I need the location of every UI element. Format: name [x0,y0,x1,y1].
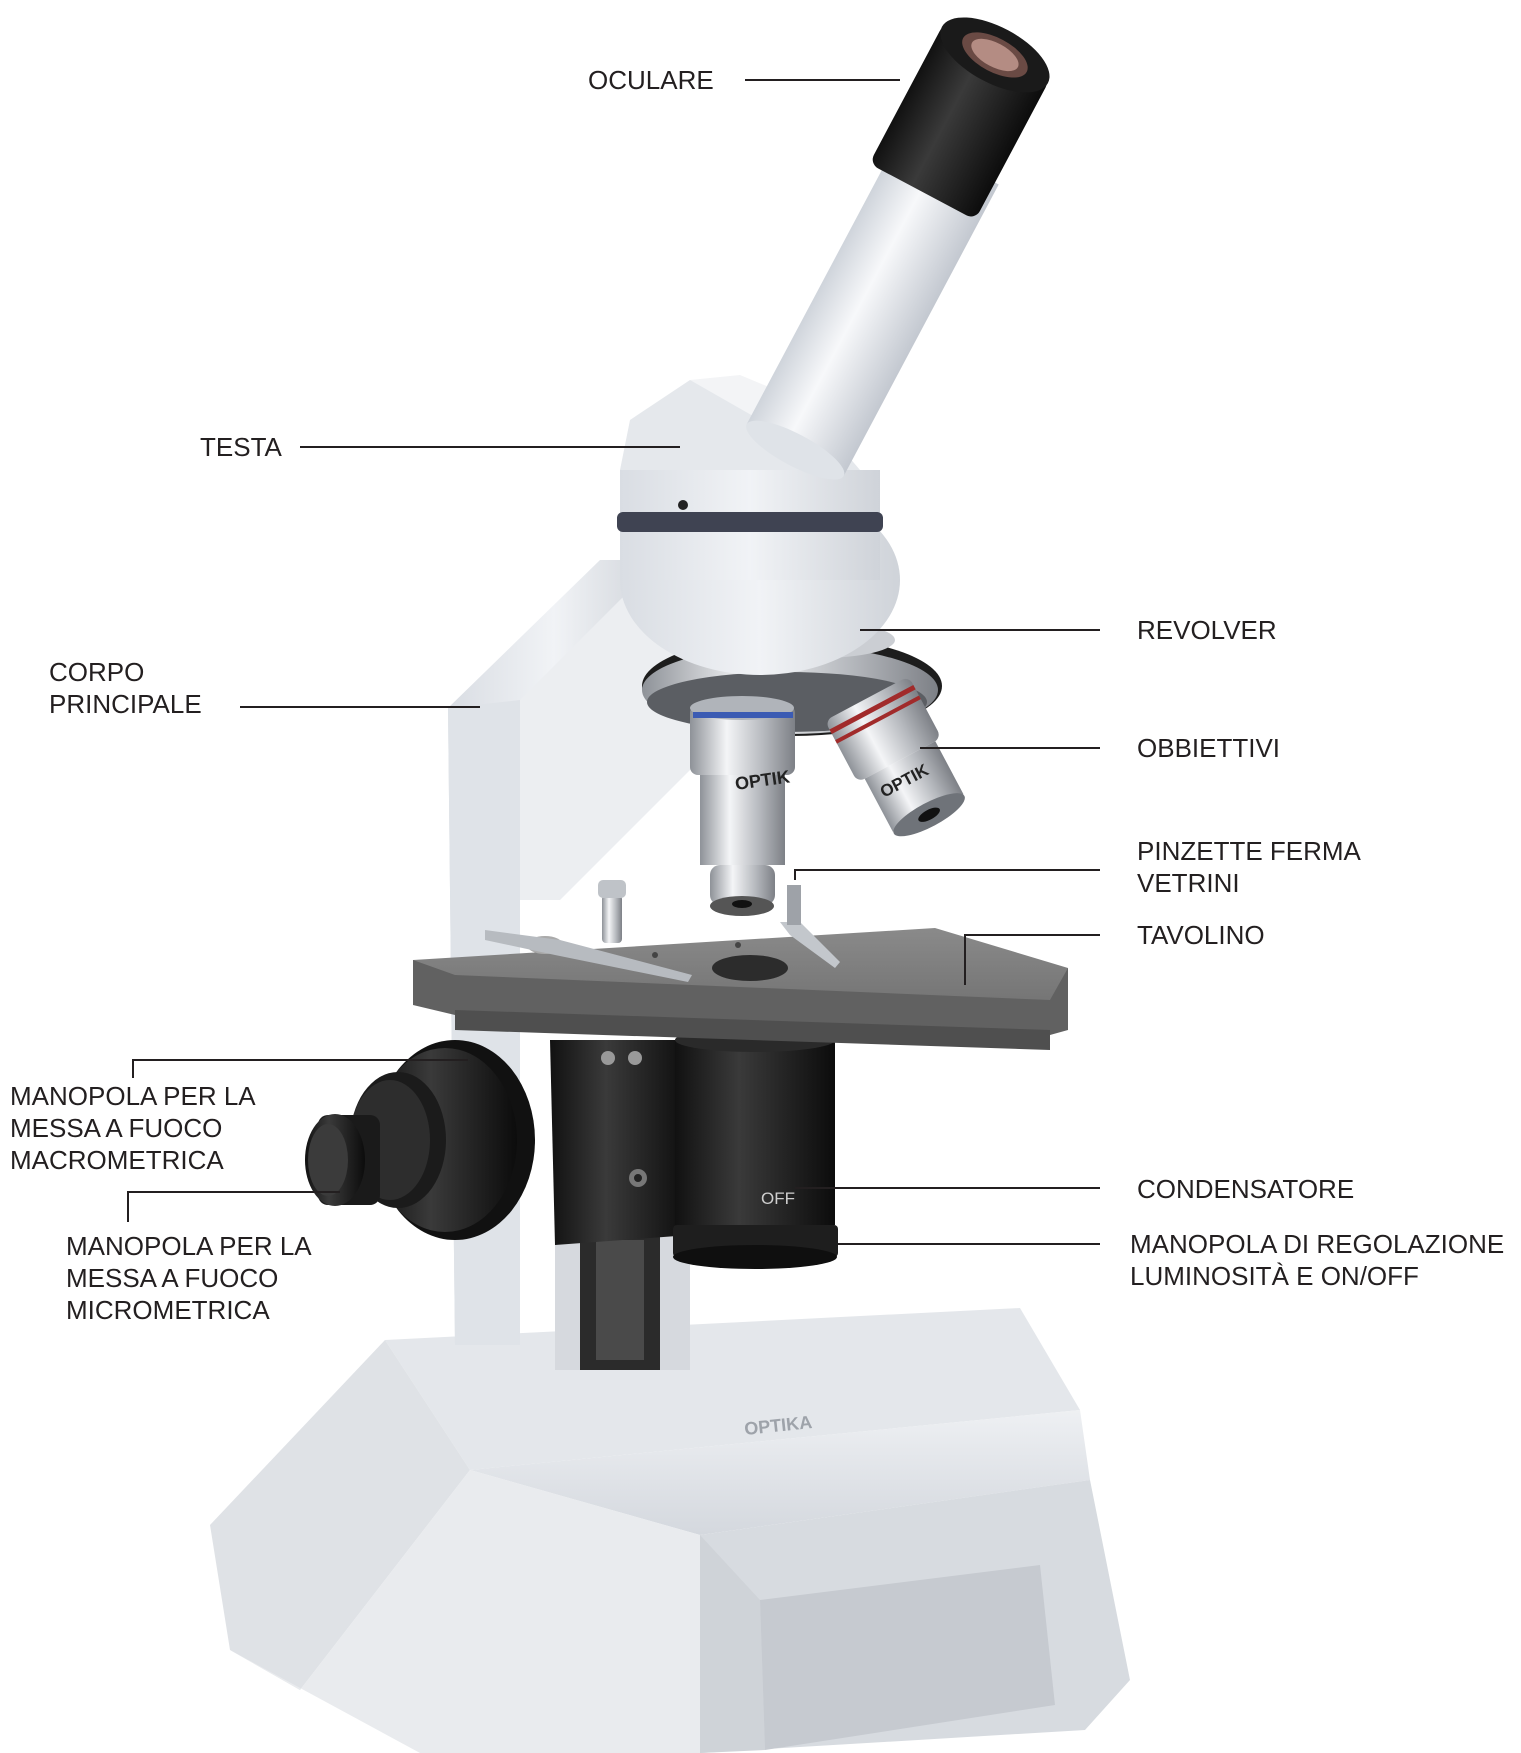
leader-micro [128,1192,340,1222]
label-condensatore: CONDENSATORE [1137,1173,1354,1205]
label-luminosita-line-2: LUMINOSITÀ E ON/OFF [1130,1260,1504,1292]
label-revolver-line-1: REVOLVER [1137,614,1277,646]
label-micro-line-3: MICROMETRICA [66,1294,312,1326]
label-pinzette-line-2: VETRINI [1137,867,1361,899]
label-revolver: REVOLVER [1137,614,1277,646]
label-macrometrica: MANOPOLA PER LA MESSA A FUOCO MACROMETRI… [10,1080,256,1176]
label-pinzette-line-1: PINZETTE FERMA [1137,835,1361,867]
off-mark-text: OFF [761,1189,795,1208]
label-tavolino-line-1: TAVOLINO [1137,919,1265,951]
brightness-knob[interactable] [673,1225,838,1269]
leader-pinzette [795,870,1100,880]
base: OPTIKA [210,1308,1130,1753]
label-oculare-line-1: OCULARE [588,64,714,96]
label-macro-line-3: MACROMETRICA [10,1144,256,1176]
label-luminosita: MANOPOLA DI REGOLAZIONE LUMINOSITÀ E ON/… [1130,1228,1504,1292]
label-micro-line-1: MANOPOLA PER LA [66,1230,312,1262]
label-micrometrica: MANOPOLA PER LA MESSA A FUOCO MICROMETRI… [66,1230,312,1326]
label-obbiettivi: OBBIETTIVI [1137,732,1280,764]
label-luminosita-line-1: MANOPOLA DI REGOLAZIONE [1130,1228,1504,1260]
label-condensatore-line-1: CONDENSATORE [1137,1173,1354,1205]
focus-block [550,1040,690,1245]
label-tavolino: TAVOLINO [1137,919,1265,951]
label-obbiettivi-line-1: OBBIETTIVI [1137,732,1280,764]
label-macro-line-1: MANOPOLA PER LA [10,1080,256,1112]
objective-left: OPTIK [690,696,795,916]
label-oculare: OCULARE [588,64,714,96]
label-pinzette: PINZETTE FERMA VETRINI [1137,835,1361,899]
label-micro-line-2: MESSA A FUOCO [66,1262,312,1294]
label-testa: TESTA [200,431,282,463]
label-corpo-line-2: PRINCIPALE [49,688,202,720]
label-testa-line-1: TESTA [200,431,282,463]
label-corpo-principale: CORPO PRINCIPALE [49,656,202,720]
label-macro-line-2: MESSA A FUOCO [10,1112,256,1144]
label-corpo-line-1: CORPO [49,656,202,688]
condenser: OFF [675,1028,835,1225]
